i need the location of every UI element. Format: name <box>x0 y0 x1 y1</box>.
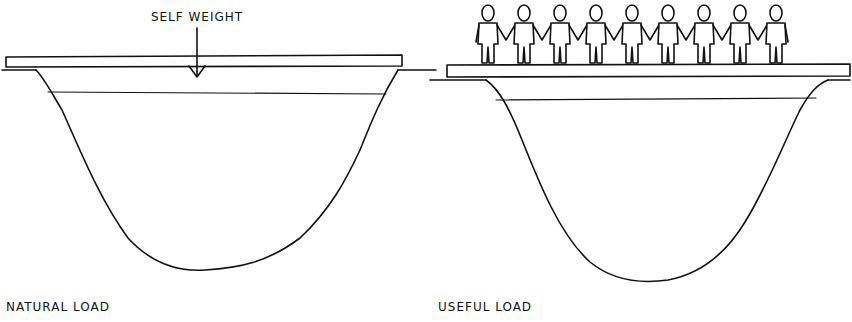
people-group <box>476 5 788 63</box>
holding-hands <box>713 25 731 40</box>
holding-hands <box>749 25 767 40</box>
holding-hands <box>533 25 551 40</box>
person-body <box>622 23 642 63</box>
water-line <box>48 92 386 94</box>
person-body <box>658 23 678 63</box>
person-body <box>550 23 570 63</box>
person-head <box>554 5 566 21</box>
load-arrow <box>196 28 198 76</box>
person-head <box>482 5 494 21</box>
arm <box>476 25 479 42</box>
person-body <box>766 23 786 63</box>
holding-hands <box>677 25 695 40</box>
caption-label: USEFUL LOAD <box>436 300 534 314</box>
person-body <box>694 23 714 63</box>
person-head <box>590 5 602 21</box>
person-head <box>770 5 782 21</box>
holding-hands <box>605 25 623 40</box>
person-head <box>734 5 746 21</box>
water-line <box>496 98 816 100</box>
ground-line <box>398 69 436 71</box>
holding-hands <box>497 25 515 40</box>
person-body <box>514 23 534 63</box>
arrow-head <box>189 66 205 77</box>
caption-label: NATURAL LOAD <box>4 300 112 314</box>
ground-line <box>828 79 850 81</box>
person-body <box>478 23 498 63</box>
ravine-outline <box>36 70 398 270</box>
arm <box>785 25 788 42</box>
person-head <box>698 5 710 21</box>
ravine-outline <box>486 80 828 281</box>
plank <box>447 64 850 77</box>
ground-line <box>430 79 486 81</box>
self-weight-label: SELF WEIGHT <box>149 10 245 24</box>
holding-hands <box>569 25 587 40</box>
person-body <box>586 23 606 63</box>
holding-hands <box>641 25 659 40</box>
person-head <box>662 5 674 21</box>
person-head <box>518 5 530 21</box>
person-head <box>626 5 638 21</box>
ground-line <box>2 69 36 71</box>
plank <box>6 55 402 67</box>
person-body <box>730 23 750 63</box>
